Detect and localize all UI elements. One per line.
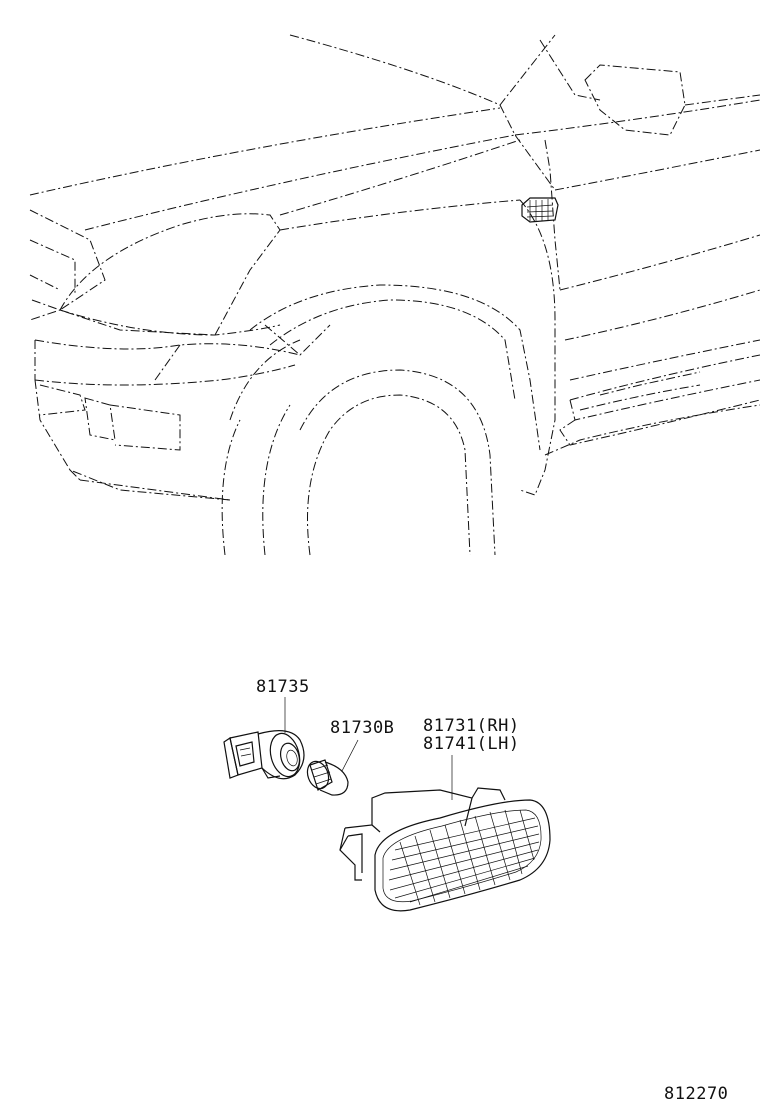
callout-81735: 81735 — [256, 677, 310, 697]
side-marker-location — [521, 197, 559, 223]
vehicle-outline — [29, 34, 760, 556]
side-lamp-part — [339, 755, 551, 912]
bulb-socket-part — [223, 697, 305, 780]
callout-81731-rh: 81731(RH) — [423, 716, 520, 736]
callout-81730b: 81730B — [330, 718, 395, 738]
figure-code: 812270 — [664, 1084, 729, 1104]
bulb-part — [306, 739, 359, 796]
callout-81741-lh: 81741(LH) — [423, 734, 520, 754]
